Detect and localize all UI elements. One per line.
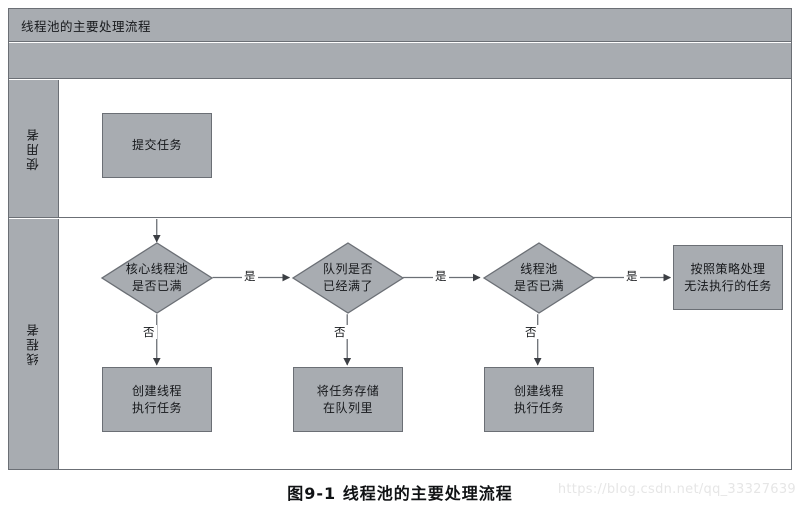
swimlane-body-threadpool: 是 是 是 否 否 否 核心线程池 是否已满 队列是否 已经满 xyxy=(60,219,791,469)
node-queue-full[interactable]: 队列是否 已经满了 xyxy=(291,242,405,314)
edge-label-pool-to-reject: 是 xyxy=(624,269,640,283)
edge-label-core-to-queue: 是 xyxy=(242,269,258,283)
diamond-shape-icon xyxy=(100,242,214,314)
watermark-text: https://blog.csdn.net/qq_33327639 xyxy=(557,482,796,497)
swimlane-label-user: 使用者 xyxy=(26,126,41,171)
swimlane-container: 使用者 提交任务 线程者 xyxy=(9,80,791,469)
swimlane-threadpool: 线程者 xyxy=(9,219,791,469)
edge-label-queue-to-pool: 是 xyxy=(433,269,449,283)
diagram-subtitle-band xyxy=(9,43,791,79)
diagram-title-band: 线程池的主要处理流程 xyxy=(9,9,791,42)
swimlane-header-user: 使用者 xyxy=(9,80,59,217)
edge-label-core-no: 否 xyxy=(141,325,157,339)
node-create-thread-2[interactable]: 创建线程 执行任务 xyxy=(484,367,594,432)
node-reject-policy[interactable]: 按照策略处理 无法执行的任务 xyxy=(673,245,783,310)
swimlane-header-threadpool: 线程者 xyxy=(9,219,59,469)
flowchart-diagram: 线程池的主要处理流程 使用者 提交任务 线程者 xyxy=(8,8,792,470)
swimlane-body-user: 提交任务 xyxy=(60,80,791,217)
node-create-thread-1[interactable]: 创建线程 执行任务 xyxy=(102,367,212,432)
swimlane-user: 使用者 提交任务 xyxy=(9,80,791,218)
swimlane-label-threadpool: 线程者 xyxy=(26,322,41,366)
figure-caption: 图9-1 线程池的主要处理流程 xyxy=(287,484,513,503)
edge-label-pool-no: 否 xyxy=(523,325,539,339)
diagram-title: 线程池的主要处理流程 xyxy=(21,18,152,34)
node-core-pool-full[interactable]: 核心线程池 是否已满 xyxy=(100,242,214,314)
node-submit-task[interactable]: 提交任务 xyxy=(102,113,212,178)
diamond-shape-icon xyxy=(482,242,596,314)
node-store-in-queue[interactable]: 将任务存储 在队列里 xyxy=(293,367,403,432)
node-pool-full[interactable]: 线程池 是否已满 xyxy=(482,242,596,314)
edge-label-queue-no: 否 xyxy=(332,325,348,339)
diamond-shape-icon xyxy=(291,242,405,314)
